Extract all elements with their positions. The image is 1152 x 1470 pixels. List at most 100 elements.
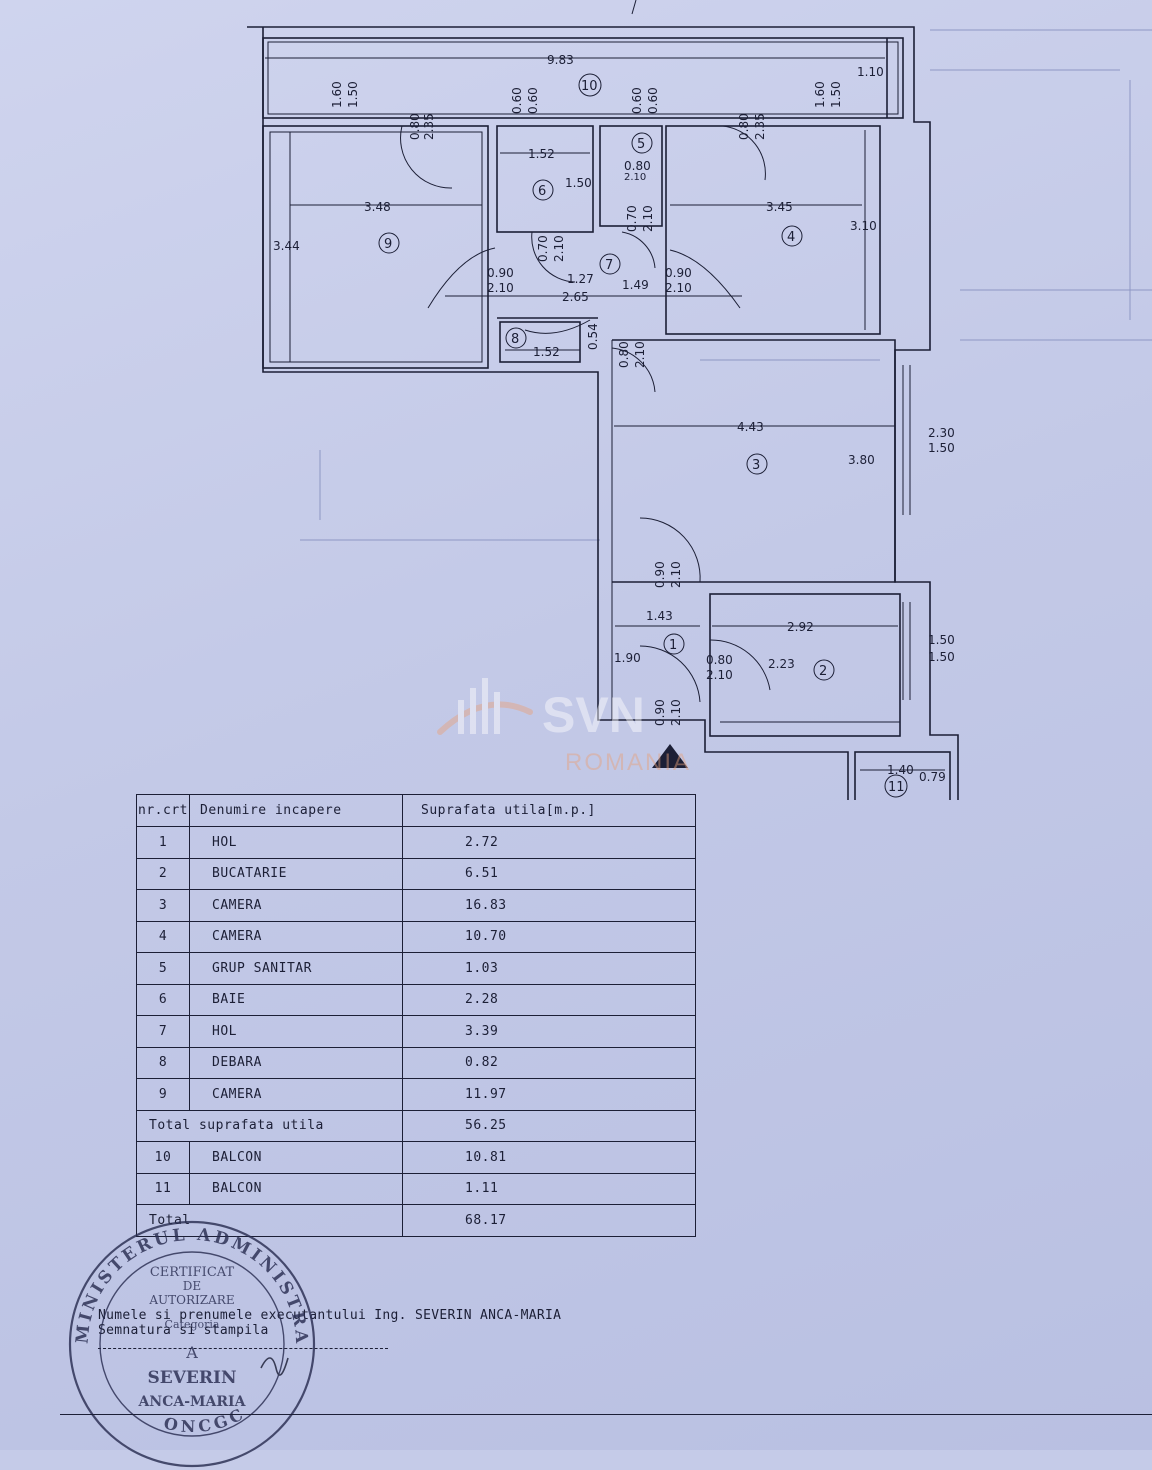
dim-label: 2.35 <box>422 113 436 140</box>
executant-info: Numele si prenumele executantului Ing. S… <box>98 1308 561 1338</box>
dim-label: 1.52 <box>528 147 555 161</box>
dim-label: 2.35 <box>753 113 767 140</box>
room-number-markers: 1 2 3 4 5 6 7 8 9 10 11 <box>378 73 908 798</box>
dim-label: 3.80 <box>848 453 875 467</box>
dim-label: 1.50 <box>928 633 955 647</box>
dim-label: 2.92 <box>787 620 814 634</box>
col-header-area: Suprafata utila[m.p.] <box>402 794 696 827</box>
dim-label: 1.40 <box>887 763 914 777</box>
room-number-1: 1 <box>669 638 677 653</box>
executant-name-line: Numele si prenumele executantului Ing. S… <box>98 1308 562 1323</box>
dim-label: 1.43 <box>646 609 673 623</box>
dim-label: 0.80 <box>706 653 733 667</box>
dim-label: 0.60 <box>510 87 524 114</box>
watermark-brand: SVN <box>542 687 645 743</box>
entrance-arrow-icon <box>652 744 688 768</box>
room-area-table: nr.crt Denumire incapere Suprafata utila… <box>136 794 696 1237</box>
dimension-lines <box>265 57 945 771</box>
dim-label: 9.83 <box>547 53 574 67</box>
dim-label: 1.50 <box>346 81 360 108</box>
cell-area: 1.11 <box>402 1172 696 1205</box>
cell-nr: 5 <box>136 952 190 985</box>
dim-label: 2.10 <box>624 172 646 183</box>
table-header-row: nr.crt Denumire incapere Suprafata utila… <box>136 794 696 827</box>
authorization-stamp: MINISTERUL ADMINISTRATIEI PUBLICE ONCGC … <box>66 1218 316 1468</box>
cell-area: 11.97 <box>402 1078 696 1111</box>
cell-nr: 2 <box>136 857 190 890</box>
stamp-line2: DE <box>183 1279 201 1293</box>
cell-area: 2.28 <box>402 983 696 1016</box>
dim-label: 3.45 <box>766 200 793 214</box>
cell-nr: 10 <box>136 1141 190 1174</box>
room-number-10: 10 <box>581 79 598 94</box>
room-number-6: 6 <box>538 184 546 199</box>
cell-area: 0.82 <box>402 1046 696 1079</box>
col-header-nr: nr.crt <box>136 794 190 827</box>
cell-name: CAMERA <box>189 920 403 953</box>
cell-nr: 11 <box>136 1172 190 1205</box>
subtotal-label: Total suprafata utila <box>136 1109 403 1142</box>
dim-label: 3.10 <box>850 219 877 233</box>
dim-label: 2.10 <box>641 205 655 232</box>
dim-label: 1.50 <box>829 81 843 108</box>
dim-label: 1.49 <box>622 278 649 292</box>
dim-label: 2.10 <box>552 235 566 262</box>
dim-label: 1.50 <box>928 650 955 664</box>
dim-label: 1.60 <box>813 81 827 108</box>
background-lines <box>300 29 1152 541</box>
dim-label: 0.90 <box>665 266 692 280</box>
dim-label: 0.60 <box>630 87 644 114</box>
cell-name: BAIE <box>189 983 403 1016</box>
cell-nr: 4 <box>136 920 190 953</box>
stamp-line7: ANCA-MARIA <box>138 1394 247 1410</box>
signature-line-label: Semnatura si stampila <box>98 1323 269 1338</box>
dim-label: 2.10 <box>706 668 733 682</box>
cell-area: 10.70 <box>402 920 696 953</box>
walls <box>247 26 959 800</box>
dim-label: 1.50 <box>928 441 955 455</box>
room-number-3: 3 <box>752 458 760 473</box>
watermark-sub: ROMANIA <box>565 749 691 776</box>
dim-label: 2.10 <box>633 341 647 368</box>
dim-label: 2.10 <box>669 699 683 726</box>
cell-name: HOL <box>189 1015 403 1048</box>
cell-area: 3.39 <box>402 1015 696 1048</box>
dim-label: 1.60 <box>330 81 344 108</box>
dim-label: 2.10 <box>487 281 514 295</box>
doors <box>400 125 771 703</box>
cell-name: GRUP SANITAR <box>189 952 403 985</box>
room-number-4: 4 <box>787 230 795 245</box>
cell-name: CAMERA <box>189 889 403 922</box>
cell-name: HOL <box>189 826 403 859</box>
dim-label: 0.90 <box>653 699 667 726</box>
cell-name: CAMERA <box>189 1078 403 1111</box>
dim-label: 0.90 <box>487 266 514 280</box>
dim-label: 0.80 <box>617 341 631 368</box>
dim-label: 0.79 <box>919 770 946 784</box>
total-area: 68.17 <box>402 1204 696 1237</box>
cell-area: 1.03 <box>402 952 696 985</box>
dim-label: 2.10 <box>669 561 683 588</box>
cell-name: DEBARA <box>189 1046 403 1079</box>
cell-name: BUCATARIE <box>189 857 403 890</box>
dim-label: 4.43 <box>737 420 764 434</box>
dim-label: 0.80 <box>737 113 751 140</box>
cell-area: 2.72 <box>402 826 696 859</box>
cell-area: 16.83 <box>402 889 696 922</box>
dim-label: 0.70 <box>536 235 550 262</box>
room-number-9: 9 <box>384 237 392 252</box>
frame-border <box>60 1414 1152 1415</box>
total-label: Total <box>136 1204 403 1237</box>
cell-nr: 7 <box>136 1015 190 1048</box>
cell-nr: 9 <box>136 1078 190 1111</box>
dim-label: 0.60 <box>646 87 660 114</box>
signature-line <box>98 1348 388 1349</box>
room-number-11: 11 <box>888 780 905 795</box>
svn-watermark: SVN ROMANIA <box>437 678 691 776</box>
